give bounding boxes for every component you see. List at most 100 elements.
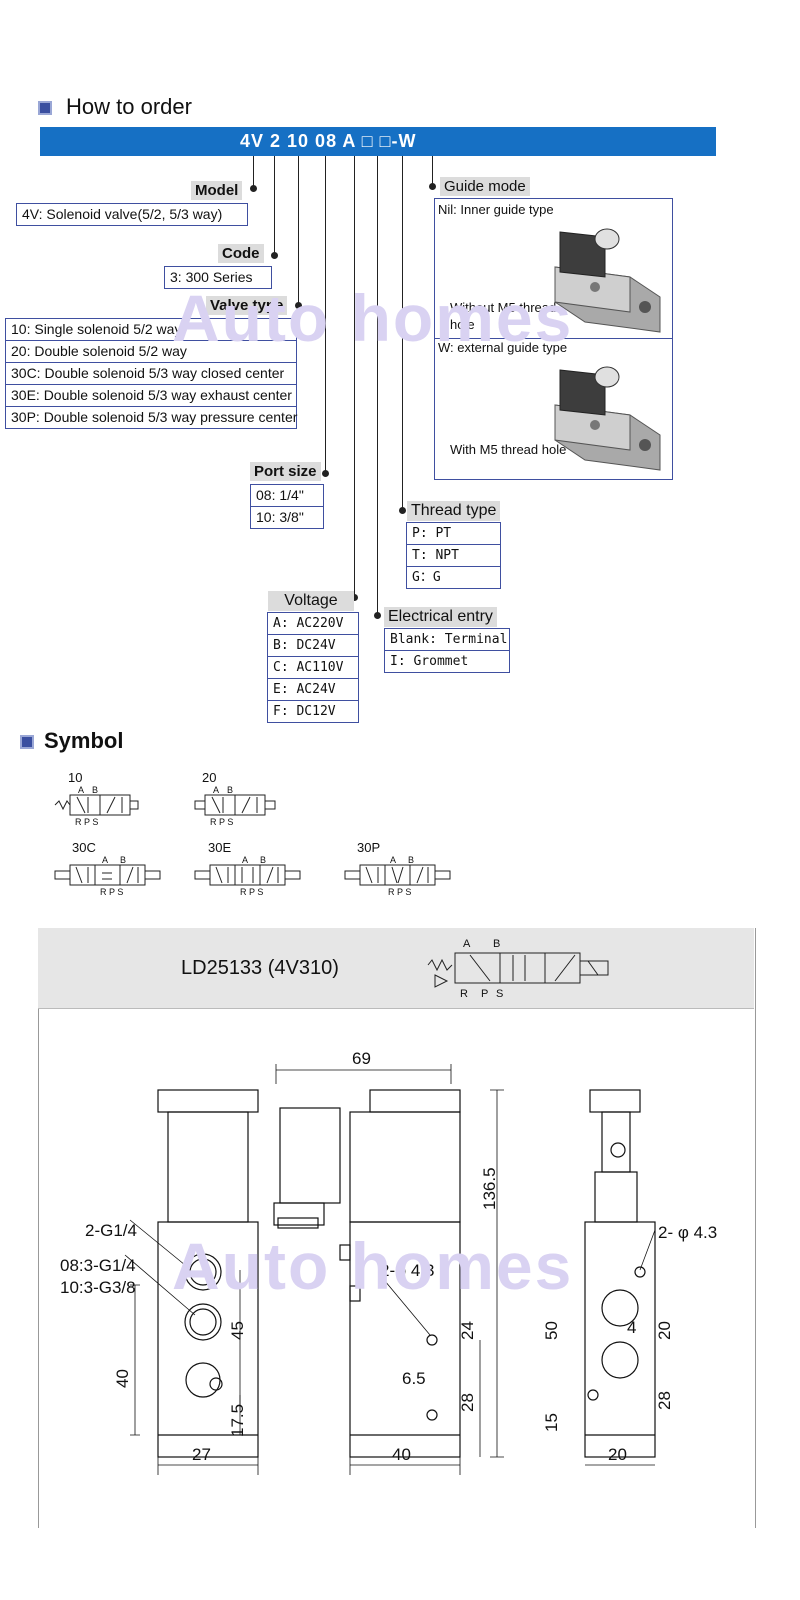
dim-20h: 20 bbox=[608, 1445, 627, 1464]
symbol-port-a: A bbox=[463, 938, 471, 950]
inner-guide-caption: Without M5 thread hole bbox=[450, 300, 557, 332]
dim-50: 50 bbox=[542, 1321, 561, 1340]
model-label: Model bbox=[191, 181, 243, 200]
dim-20v: 20 bbox=[655, 1321, 674, 1340]
symbol-label-30e: 30E bbox=[208, 840, 232, 855]
valve-type-row: 30E: Double solenoid 5/3 way exhaust cen… bbox=[6, 385, 296, 407]
voltage-row: A: AC220V bbox=[268, 613, 358, 635]
svg-text:B: B bbox=[227, 785, 233, 795]
dim-24: 24 bbox=[458, 1321, 477, 1340]
drawing-header-symbol: A B R P S bbox=[427, 938, 609, 1000]
watermark: Auto homes bbox=[172, 1229, 574, 1303]
svg-text:R P S: R P S bbox=[240, 887, 263, 897]
external-guide-title: W: external guide type bbox=[438, 340, 568, 355]
dim-27: 27 bbox=[192, 1445, 211, 1464]
voltage-row: C: AC110V bbox=[268, 657, 358, 679]
code-label: Code bbox=[218, 244, 264, 263]
valve-type-row: 10: Single solenoid 5/2 way bbox=[6, 319, 296, 341]
dim-hole-mid: 2-φ 4.3 bbox=[380, 1261, 435, 1280]
port-size-row: 10: 3/8" bbox=[256, 509, 304, 525]
svg-text:B: B bbox=[260, 855, 266, 865]
svg-text:B: B bbox=[408, 855, 414, 865]
svg-text:B: B bbox=[92, 785, 98, 795]
symbol-label-30c: 30C bbox=[72, 840, 96, 855]
code-row: 3: 300 Series bbox=[170, 269, 253, 285]
symbol-label-30p: 30P bbox=[357, 840, 381, 855]
valve-type-row: 30P: Double solenoid 5/3 way pressure ce… bbox=[11, 409, 298, 425]
drawing-panel bbox=[38, 928, 756, 1528]
how-to-order-heading: How to order bbox=[66, 94, 192, 119]
dim-4: 4 bbox=[627, 1318, 636, 1337]
symbol-port-s: S bbox=[496, 988, 503, 1000]
svg-text:A: A bbox=[242, 855, 248, 865]
svg-text:B: B bbox=[120, 855, 126, 865]
symbol-port-p: P bbox=[481, 988, 488, 1000]
valve-photo-external bbox=[554, 366, 661, 471]
model-row: 4V: Solenoid valve(5/2, 5/3 way) bbox=[22, 206, 223, 222]
voltage-box: A: AC220V B: DC24V C: AC110V E: AC24V F:… bbox=[267, 612, 359, 723]
voltage-row: E: AC24V bbox=[268, 679, 358, 701]
symbol-label-20: 20 bbox=[202, 770, 217, 785]
technical-drawing: 69 136.5 2-G1/4 08:3-G1/4 10:3-G3/8 2-φ … bbox=[60, 1049, 717, 1475]
thread-type-row: G：G bbox=[412, 570, 441, 585]
port-size-box: 08: 1/4" 10: 3/8" bbox=[250, 484, 324, 529]
svg-text:R P S: R P S bbox=[100, 887, 123, 897]
svg-text:R P S: R P S bbox=[388, 887, 411, 897]
electrical-entry-label: Electrical entry bbox=[384, 607, 497, 627]
port-size-row: 08: 1/4" bbox=[251, 485, 323, 507]
dim-6-5: 6.5 bbox=[402, 1369, 426, 1388]
svg-text:A: A bbox=[78, 785, 84, 795]
dim-hole-right: 2- φ 4.3 bbox=[658, 1223, 717, 1242]
thread-type-label: Thread type bbox=[407, 501, 501, 521]
guide-mode-box: Nil: Inner guide type Without M5 thread … bbox=[434, 198, 673, 480]
svg-text:R P S: R P S bbox=[210, 817, 233, 827]
thread-type-row: T: NPT bbox=[407, 545, 500, 567]
dim-15: 15 bbox=[542, 1413, 561, 1432]
order-code-bar bbox=[40, 127, 716, 156]
inner-guide-title: Nil: Inner guide type bbox=[438, 202, 554, 217]
valve-type-row: 30C: Double solenoid 5/3 way closed cent… bbox=[6, 363, 296, 385]
external-guide-caption: With M5 thread hole bbox=[450, 442, 567, 457]
thread-type-box: P: PT T: NPT G：G bbox=[406, 522, 501, 589]
dim-17-5: 17.5 bbox=[228, 1404, 247, 1437]
svg-text:R P S: R P S bbox=[75, 817, 98, 827]
code-box: 3: 300 Series bbox=[164, 266, 272, 289]
order-code: 4V 2 10 08 A □ □-W bbox=[240, 131, 417, 151]
section-bullet-icon bbox=[38, 101, 52, 115]
symbol-heading: Symbol bbox=[44, 728, 124, 753]
drawing-title: LD25133 (4V310) bbox=[181, 957, 339, 979]
port-size-label: Port size bbox=[250, 462, 321, 481]
electrical-entry-box: Blank: Terminal I: Grommet bbox=[384, 628, 510, 673]
dim-port-08: 08:3-G1/4 bbox=[60, 1256, 136, 1275]
symbol-port-b: B bbox=[493, 938, 500, 950]
svg-text:A: A bbox=[390, 855, 396, 865]
valve-type-box: 10: Single solenoid 5/2 way 20: Double s… bbox=[5, 318, 297, 429]
svg-text:A: A bbox=[213, 785, 219, 795]
valve-type-row: 20: Double solenoid 5/2 way bbox=[6, 341, 296, 363]
dim-port-10: 10:3-G3/8 bbox=[60, 1278, 136, 1297]
drawing-header bbox=[38, 928, 754, 1009]
thread-type-row: P: PT bbox=[407, 523, 500, 545]
dim-28r: 28 bbox=[655, 1391, 674, 1410]
model-box: 4V: Solenoid valve(5/2, 5/3 way) bbox=[16, 203, 248, 226]
symbol-label-10: 10 bbox=[68, 770, 83, 785]
dim-28: 28 bbox=[458, 1393, 477, 1412]
voltage-label: Voltage bbox=[268, 591, 354, 611]
voltage-row: B: DC24V bbox=[268, 635, 358, 657]
guide-mode-label: Guide mode bbox=[440, 177, 530, 196]
valve-type-label: Valve type bbox=[206, 296, 288, 315]
valve-photo-inner bbox=[554, 228, 661, 333]
symbol-port-r: R bbox=[460, 988, 468, 1000]
dim-port-2: 2-G1/4 bbox=[85, 1221, 137, 1240]
dim-40h: 40 bbox=[392, 1445, 411, 1464]
dim-69: 69 bbox=[352, 1049, 371, 1068]
electrical-entry-row: I: Grommet bbox=[390, 654, 469, 669]
svg-text:A: A bbox=[102, 855, 108, 865]
electrical-entry-row: Blank: Terminal bbox=[385, 629, 509, 651]
dim-45: 45 bbox=[228, 1321, 247, 1340]
voltage-row: F: DC12V bbox=[273, 704, 336, 719]
section-bullet-icon bbox=[20, 735, 34, 749]
dim-136-5: 136.5 bbox=[480, 1167, 499, 1210]
watermark: Auto homes bbox=[172, 281, 574, 355]
